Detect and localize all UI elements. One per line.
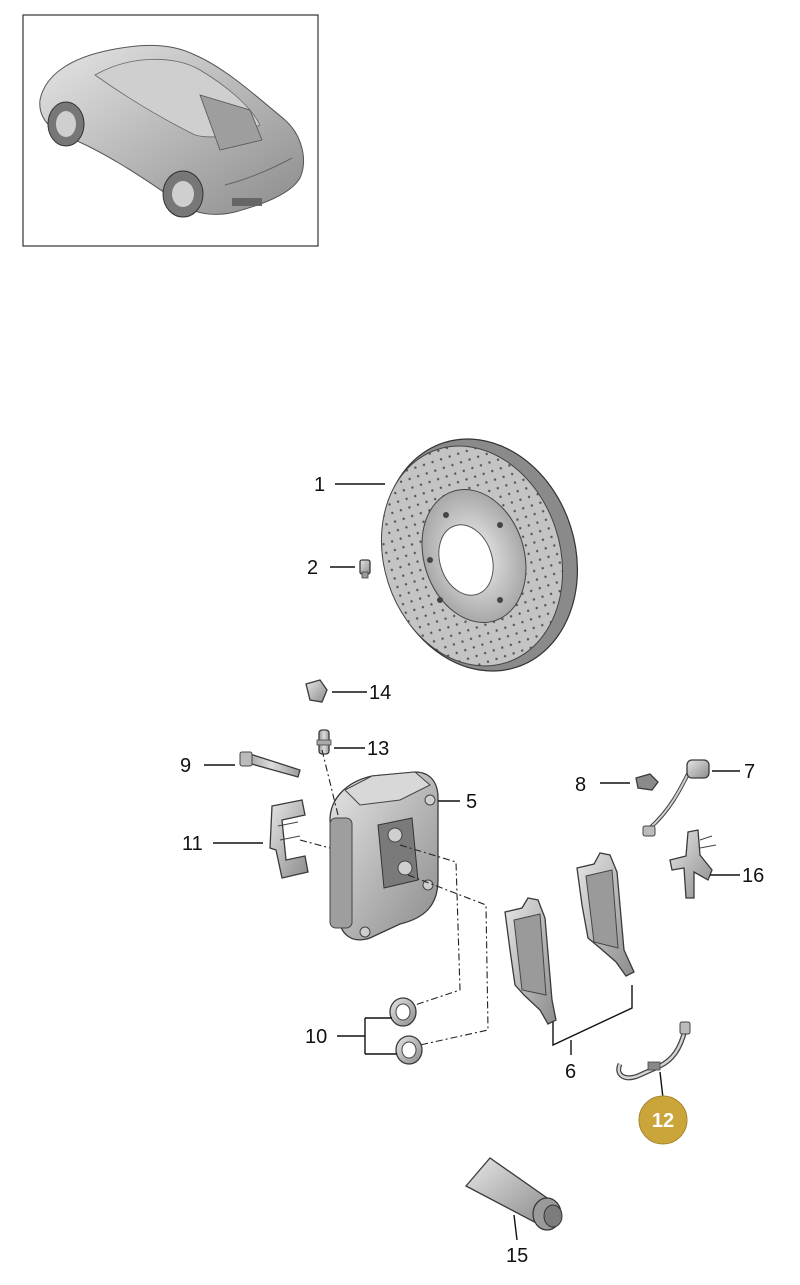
wear-sensor-cable-part[interactable] (616, 1021, 691, 1081)
piston-seals-part[interactable] (389, 997, 423, 1065)
car-overview-thumbnail[interactable] (22, 14, 319, 247)
brake-disc-part[interactable] (353, 413, 607, 696)
grease-tube-part[interactable] (464, 1157, 563, 1231)
callout-1[interactable]: 1 (314, 474, 325, 496)
leader-lines (204, 483, 740, 1241)
sensor-bracket-part[interactable] (669, 829, 717, 899)
callout-6[interactable]: 6 (565, 1061, 576, 1083)
callout-2[interactable]: 2 (307, 557, 318, 579)
callout-12: 12 (652, 1110, 674, 1132)
bleeder-cap-part[interactable] (305, 679, 328, 703)
caliper-bolt-part[interactable] (239, 751, 301, 778)
wear-sensor-part[interactable] (642, 759, 710, 837)
bleeder-valve-part[interactable] (316, 729, 332, 755)
callout-5[interactable]: 5 (466, 791, 477, 813)
pad-wear-clip-part[interactable] (635, 773, 659, 791)
spring-clip-part[interactable] (269, 799, 309, 879)
callout-14[interactable]: 14 (369, 682, 391, 704)
callout-13[interactable]: 13 (367, 738, 389, 760)
brake-pads-part[interactable] (504, 852, 635, 1025)
car-overview-icon (39, 44, 304, 218)
callout-12-highlight[interactable]: 12 (638, 1095, 688, 1145)
callout-8[interactable]: 8 (575, 774, 586, 796)
callout-10[interactable]: 10 (305, 1026, 327, 1048)
callout-labels: 1 2 14 13 9 11 5 8 7 16 10 6 15 (180, 474, 764, 1267)
callout-7[interactable]: 7 (744, 761, 755, 783)
callout-15[interactable]: 15 (506, 1245, 528, 1267)
callout-11[interactable]: 11 (182, 833, 203, 855)
highlight-badge (638, 1095, 688, 1145)
callout-9[interactable]: 9 (180, 755, 191, 777)
disc-screw-part[interactable] (359, 559, 371, 579)
assembly-lines (299, 749, 489, 1046)
brake-caliper-part[interactable] (329, 771, 439, 941)
callout-16[interactable]: 16 (742, 865, 764, 887)
